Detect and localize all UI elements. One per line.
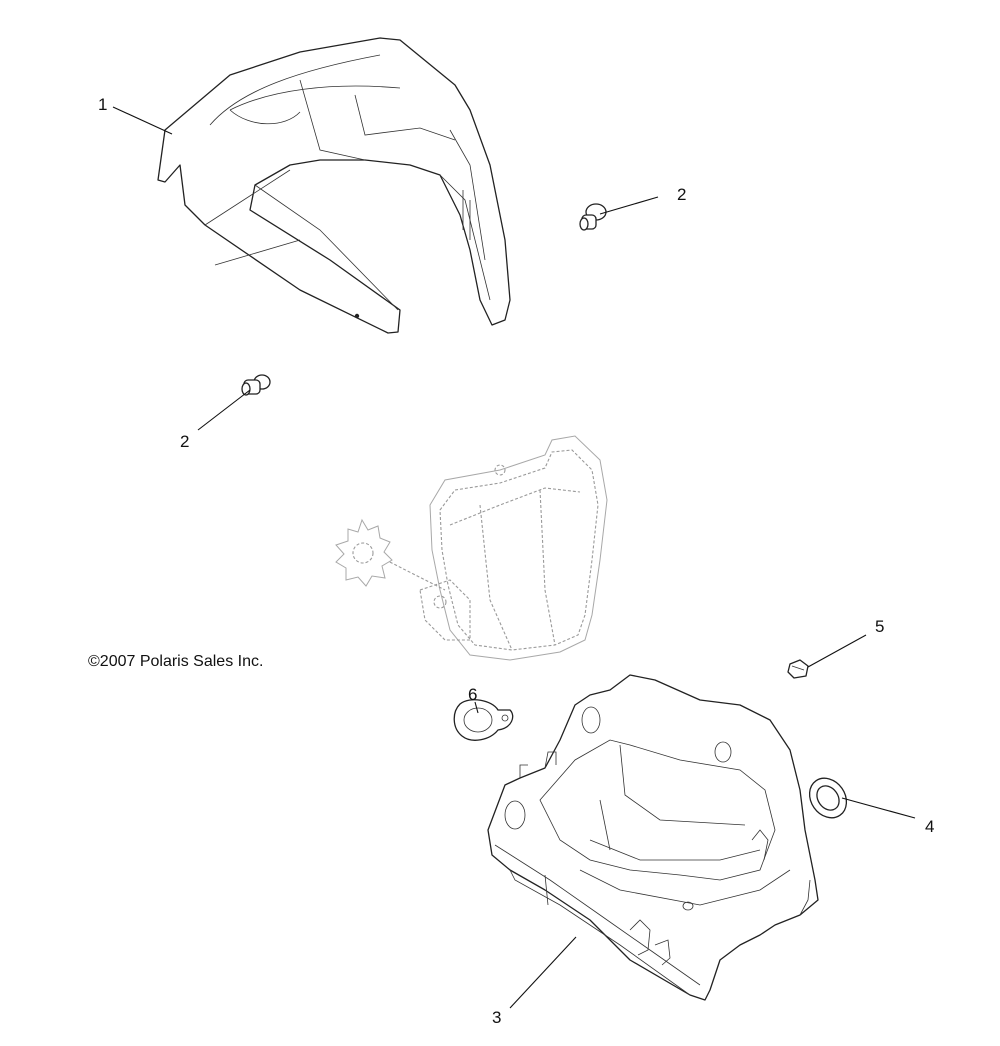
headlight-assembly-reference <box>335 435 608 661</box>
callout-2-upper: 2 <box>677 185 686 204</box>
leader-4 <box>841 797 916 819</box>
callout-5: 5 <box>875 617 884 636</box>
callout-6: 6 <box>468 685 477 704</box>
part-1-hood-cover <box>157 37 511 334</box>
callout-1: 1 <box>98 95 107 114</box>
part-5-clip <box>787 659 809 679</box>
callout-4: 4 <box>925 817 934 836</box>
leader-2b <box>197 389 251 431</box>
part-2-rivet-upper <box>579 203 607 231</box>
part-3-lower-housing <box>487 674 819 1001</box>
callout-2-lower: 2 <box>180 432 189 451</box>
callout-3: 3 <box>492 1008 501 1027</box>
leader-2a <box>599 196 659 215</box>
leader-1 <box>112 106 173 135</box>
leader-lines <box>112 106 916 1009</box>
adjuster-gear <box>335 518 393 587</box>
part-2-rivet-lower <box>241 374 271 396</box>
part-4-washer <box>808 777 848 819</box>
callout-labels: 1 2 2 3 4 5 6 <box>98 95 934 1027</box>
part-6-grommet <box>453 699 514 741</box>
copyright-notice: ©2007 Polaris Sales Inc. <box>88 653 263 670</box>
leader-3 <box>509 936 577 1009</box>
leader-6 <box>474 701 479 714</box>
leader-5 <box>807 634 867 668</box>
